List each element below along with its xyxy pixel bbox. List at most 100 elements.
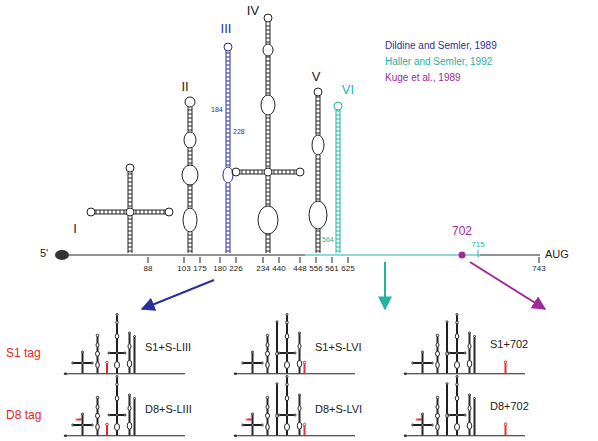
base-pair-rung bbox=[469, 343, 470, 344]
base-pair-rung bbox=[134, 404, 135, 405]
helix-strand bbox=[129, 334, 130, 344]
helix-strand bbox=[253, 426, 254, 435]
base-pair-rung bbox=[129, 336, 130, 337]
hairpin-loop bbox=[261, 424, 263, 426]
base-pair-rung bbox=[316, 125, 320, 126]
base-pair-rung bbox=[304, 434, 305, 435]
main-structure bbox=[55, 14, 540, 263]
helix-strand bbox=[505, 364, 506, 374]
helix-strand bbox=[458, 415, 464, 416]
helix-strand bbox=[300, 429, 301, 435]
base-pair-rung bbox=[112, 210, 113, 214]
base-pair-rung bbox=[287, 361, 288, 362]
base-pair-rung bbox=[134, 367, 135, 368]
base-pair-rung bbox=[447, 341, 448, 342]
five-prime-cap bbox=[55, 250, 69, 260]
base-pair-rung bbox=[505, 370, 506, 371]
base-pair-rung bbox=[447, 419, 448, 420]
base-pair-rung bbox=[287, 370, 288, 371]
base-pair-rung bbox=[299, 338, 300, 339]
base-pair-rung bbox=[252, 417, 253, 418]
helix-strand bbox=[267, 418, 268, 424]
base-pair-rung bbox=[447, 392, 448, 393]
base-pair-rung bbox=[287, 419, 288, 420]
base-pair-rung bbox=[287, 431, 288, 432]
base-pair-rung bbox=[266, 93, 270, 94]
helix-strand bbox=[129, 367, 130, 373]
base-pair-rung bbox=[277, 325, 278, 326]
base-pair-rung bbox=[299, 405, 300, 406]
base-pair-rung bbox=[226, 53, 230, 54]
base-pair-rung bbox=[474, 424, 475, 425]
base-pair-rung bbox=[266, 73, 270, 74]
base-pair-rung bbox=[469, 349, 470, 350]
internal-loop bbox=[436, 362, 440, 368]
internal-loop bbox=[436, 343, 439, 347]
base-pair-rung bbox=[100, 210, 101, 214]
base-pair-rung bbox=[457, 380, 458, 381]
internal-loop bbox=[455, 424, 460, 431]
base-pair-rung bbox=[299, 419, 300, 420]
base-pair-rung bbox=[267, 419, 268, 420]
base-pair-rung bbox=[469, 335, 470, 336]
hairpin-loop bbox=[261, 362, 263, 364]
base-pair-rung bbox=[129, 357, 130, 358]
base-pair-rung bbox=[424, 363, 425, 364]
helix-strand bbox=[118, 353, 124, 354]
construct-arrow bbox=[142, 280, 214, 309]
base-pair-rung bbox=[256, 363, 257, 364]
base-pair-rung bbox=[289, 353, 290, 354]
helix-strand bbox=[456, 401, 457, 414]
helix-strand bbox=[277, 418, 278, 436]
base-pair-rung bbox=[417, 425, 418, 426]
base-pair-rung bbox=[117, 404, 118, 405]
base-pair-rung bbox=[336, 159, 340, 160]
base-pair-rung bbox=[457, 371, 458, 372]
base-pair-rung bbox=[134, 419, 135, 420]
base-pair-rung bbox=[283, 415, 284, 416]
hairpin-loop bbox=[96, 396, 99, 399]
base-pair-rung bbox=[277, 397, 278, 398]
base-pair-rung bbox=[299, 415, 300, 416]
base-pair-rung bbox=[457, 418, 458, 419]
internal-loop bbox=[116, 383, 119, 386]
base-pair-rung bbox=[447, 364, 448, 365]
base-pair-rung bbox=[287, 413, 288, 414]
base-pair-rung bbox=[457, 419, 458, 420]
base-pair-rung bbox=[226, 109, 230, 110]
base-pair-rung bbox=[447, 424, 448, 425]
base-pair-rung bbox=[474, 401, 475, 402]
base-pair-rung bbox=[226, 195, 230, 196]
base-pair-rung bbox=[474, 411, 475, 412]
base-pair-rung bbox=[129, 340, 130, 341]
base-pair-rung bbox=[287, 389, 288, 390]
hairpin-loop bbox=[91, 362, 93, 364]
hairpin-loop bbox=[106, 361, 109, 364]
base-pair-rung bbox=[117, 412, 118, 413]
helix-strand bbox=[450, 414, 456, 415]
base-pair-rung bbox=[107, 370, 108, 371]
hairpin-loop bbox=[242, 362, 244, 364]
base-pair-rung bbox=[107, 434, 108, 435]
helix-strand bbox=[287, 324, 288, 334]
base-pair-rung bbox=[316, 251, 320, 252]
base-pair-rung bbox=[474, 431, 475, 432]
base-pair-rung bbox=[277, 347, 278, 348]
base-pair-rung bbox=[447, 351, 448, 352]
base-pair-rung bbox=[447, 343, 448, 344]
base-pair-rung bbox=[447, 386, 448, 387]
citation-label: Haller and Semler, 1992 bbox=[385, 56, 492, 68]
base-pair-rung bbox=[447, 426, 448, 427]
helix-strand bbox=[287, 369, 288, 374]
base-pair-rung bbox=[277, 372, 278, 373]
base-pair-rung bbox=[422, 429, 423, 430]
helix-strand bbox=[288, 415, 294, 416]
base-pair-rung bbox=[117, 370, 118, 371]
base-pair-rung bbox=[277, 363, 278, 364]
base-pair-rung bbox=[252, 354, 253, 355]
base-pair-rung bbox=[97, 404, 98, 405]
internal-loop bbox=[116, 321, 119, 324]
base-pair-rung bbox=[277, 427, 278, 428]
base-pair-rung bbox=[447, 421, 448, 422]
base-pair-rung bbox=[129, 350, 130, 351]
